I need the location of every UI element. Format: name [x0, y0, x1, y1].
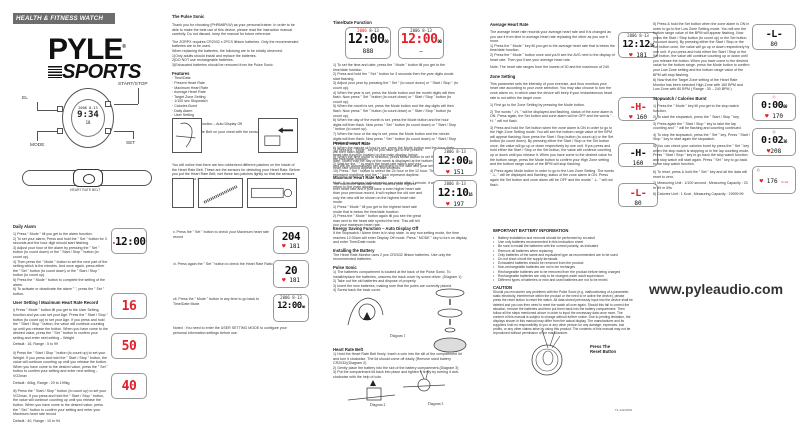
max-heart-rate-record-lcd: 204 ♥ 181: [273, 226, 309, 254]
stopwatch-lcd-2: ◯ 0:0236 ♥208: [752, 128, 796, 156]
diagram-3-caption: Diagram 3: [428, 402, 444, 406]
alarm-lcd: •12:00: [111, 228, 147, 254]
time-date-title: Time/Date Function: [333, 20, 372, 25]
present-heart-rate-lcd: 2006 8-13 12:0018 ♥ 151: [433, 148, 477, 176]
wet-sensor-illustration-3: [247, 178, 297, 208]
diagram-2-caption: Diagram 2: [370, 403, 386, 407]
average-heart-rate-section: Average Heart Rate The average heart rat…: [490, 22, 616, 187]
low-zone-setting-section: 5) Press & hold the Set button when the …: [653, 22, 750, 197]
set-button-marker: [105, 128, 111, 134]
daily-alarm-section: Daily Alarm 1) Press " Mode " till you g…: [13, 224, 108, 423]
energy-saving-section: Energy Saving Function – Auto Display Of…: [333, 226, 467, 293]
time-date-lcd-2: 2006 8-13 12:0000 –: [398, 27, 444, 59]
wear-belt-illustration: [172, 118, 202, 153]
section-banner: HEALTH & FITNESS WATCH: [13, 13, 115, 24]
mode-button-marker: [57, 128, 63, 134]
watch-illustration: 2006 8-13 9:34 18: [62, 88, 114, 148]
zone-lcd-3: -L- 80: [618, 183, 658, 207]
time-date-return-lcd: 2006 8-13 12:0000: [273, 294, 309, 322]
wet-sensor-illustration-2: [198, 178, 243, 208]
time-date-lcd-1: 2006 8-13 12:0000 888: [345, 27, 391, 59]
document-code: T1-142-0001: [615, 408, 633, 412]
start-stop-label: START/STOP: [118, 82, 148, 87]
heart-rate-belt-illustration: [22, 169, 152, 187]
belt-coin-illustration-2: [400, 365, 455, 405]
battery-exploded-diagram: [430, 285, 475, 355]
max-heart-rate-lcd: 2006 8-13 12:1016 ♥ 197: [433, 180, 477, 208]
heart-rate-belt-battery-section: Heart Rate Belt 1) Hold the Heart Rate B…: [333, 347, 462, 379]
time-date-steps: 1) To set the time and date, press the "…: [333, 63, 458, 190]
age-lcd: 16: [111, 293, 147, 319]
wet-sensor-illustration-1: [172, 178, 194, 208]
battery-replace-hand-illustration: [343, 290, 388, 330]
el-button-marker: [57, 106, 63, 112]
mode-label: MODE: [30, 143, 45, 148]
website-url[interactable]: www.pyleaudio.com: [649, 281, 784, 297]
set-label: SET: [126, 141, 136, 146]
zone-lcd-1: -H- ♥ 160: [618, 97, 658, 121]
back-to-time-date-step: vii. Press the " Mode " button in any ti…: [173, 297, 260, 306]
stopwatch-lcd-1: ◯ 0:0000 ♥ 170: [752, 93, 796, 121]
diagram-1-caption: Diagram 1: [390, 334, 406, 338]
zone-lcd-2: -H- 160: [618, 143, 658, 167]
important-battery-info-section: IMPORTANT BATTERY INFORMATION Battery in…: [493, 228, 633, 335]
calories-lcd: ◯ ♥ 176 kcal: [752, 166, 796, 194]
belt-coin-illustration-1: [345, 370, 400, 410]
sports-logo: SPORTS: [48, 62, 141, 82]
reset-button-label: Press The Reset Button: [590, 344, 617, 354]
user-setting-note: Noted : You need to enter the USER SETTI…: [173, 326, 287, 335]
check-max-heart-rate-step: v. Press the " Set " button to check you…: [173, 230, 269, 239]
pyle-logo: PYLE®: [48, 33, 126, 66]
reset-button-watch-illustration: [520, 328, 575, 378]
present-heart-rate-section: Present Heart Rate 1) Press the " Mode "…: [333, 141, 423, 228]
average-heart-rate-lcd: 2006 8-13 12:1216 ♥ 181: [618, 32, 658, 58]
el-label: EL: [22, 96, 28, 101]
start-stop-button-marker: [105, 101, 111, 107]
weight-lcd: 50: [111, 333, 147, 359]
belt-insert-illustration: [258, 118, 298, 153]
vo2max-lcd: 40: [111, 373, 147, 399]
heart-rate-ratio-lcd: 20 ♥ 181: [273, 260, 309, 288]
belt-caption: HEART RATE BELT: [70, 188, 101, 192]
check-heart-rate-ratio-step: vi. Press again the " Set " button to ch…: [173, 262, 273, 266]
low-zone-lcd: -L- 80: [752, 24, 796, 50]
